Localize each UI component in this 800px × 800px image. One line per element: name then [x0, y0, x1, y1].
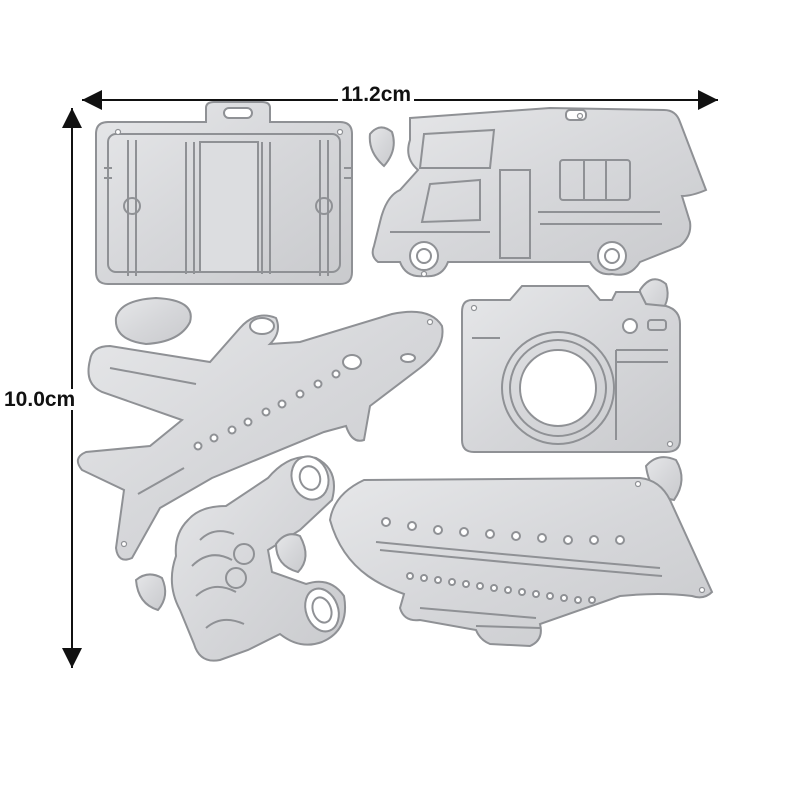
width-dimension-label: 11.2cm: [338, 84, 415, 105]
camera-die: [461, 285, 681, 453]
camper-van-die: [371, 106, 708, 278]
binoculars-die: [170, 455, 346, 662]
connector-tab: [274, 533, 307, 574]
airplane-die: [76, 310, 444, 561]
connector-tab: [134, 573, 167, 612]
balloon-die: [328, 476, 714, 648]
suitcase-die: [95, 101, 353, 285]
height-dimension-label: 10.0cm: [4, 388, 76, 411]
connector-tab: [368, 126, 395, 168]
pinholes: [114, 112, 706, 594]
connector-tab: [114, 296, 192, 346]
